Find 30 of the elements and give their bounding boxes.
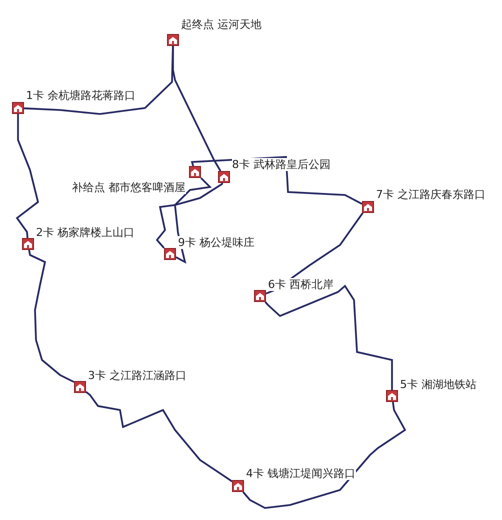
checkpoint-marker (218, 171, 230, 183)
checkpoint-label: 7卡 之江路庆春东路口 (376, 188, 486, 201)
route-line (16, 114, 40, 238)
checkpoint-label: 1卡 余杭塘路花蒋路口 (26, 89, 136, 102)
checkpoint-label: 补给点 都市悠客啤酒屋 (72, 181, 186, 194)
checkpoint-label: 2卡 杨家牌楼上山口 (36, 226, 134, 239)
checkpoint-label: 4卡 钱塘江堤闻兴路口 (246, 467, 356, 480)
checkpoint-label: 9卡 杨公堤味庄 (178, 236, 254, 249)
checkpoint-label: 起终点 运河天地 (181, 18, 262, 31)
route-line (28, 250, 75, 383)
checkpoint-marker (189, 166, 201, 178)
checkpoint-marker (167, 34, 179, 46)
checkpoint-marker (74, 381, 86, 393)
checkpoint-label: 6卡 西桥北岸 (268, 278, 334, 291)
route-line (264, 284, 393, 390)
checkpoint-marker (386, 390, 398, 402)
checkpoint-label: 3卡 之江路江涵路口 (88, 369, 186, 382)
checkpoint-label: 5卡 湘湖地铁站 (400, 378, 476, 391)
route-line (172, 46, 222, 172)
checkpoint-label: 8卡 武林路皇后公园 (232, 158, 330, 171)
route-line (242, 402, 406, 509)
checkpoint-marker (232, 480, 244, 492)
checkpoint-marker (362, 201, 374, 213)
route-line (174, 182, 224, 264)
checkpoint-marker (12, 102, 24, 114)
route-line (156, 177, 212, 249)
checkpoint-marker (22, 238, 34, 250)
checkpoint-marker (254, 290, 266, 302)
checkpoint-marker (164, 248, 176, 260)
route-line (85, 391, 233, 482)
